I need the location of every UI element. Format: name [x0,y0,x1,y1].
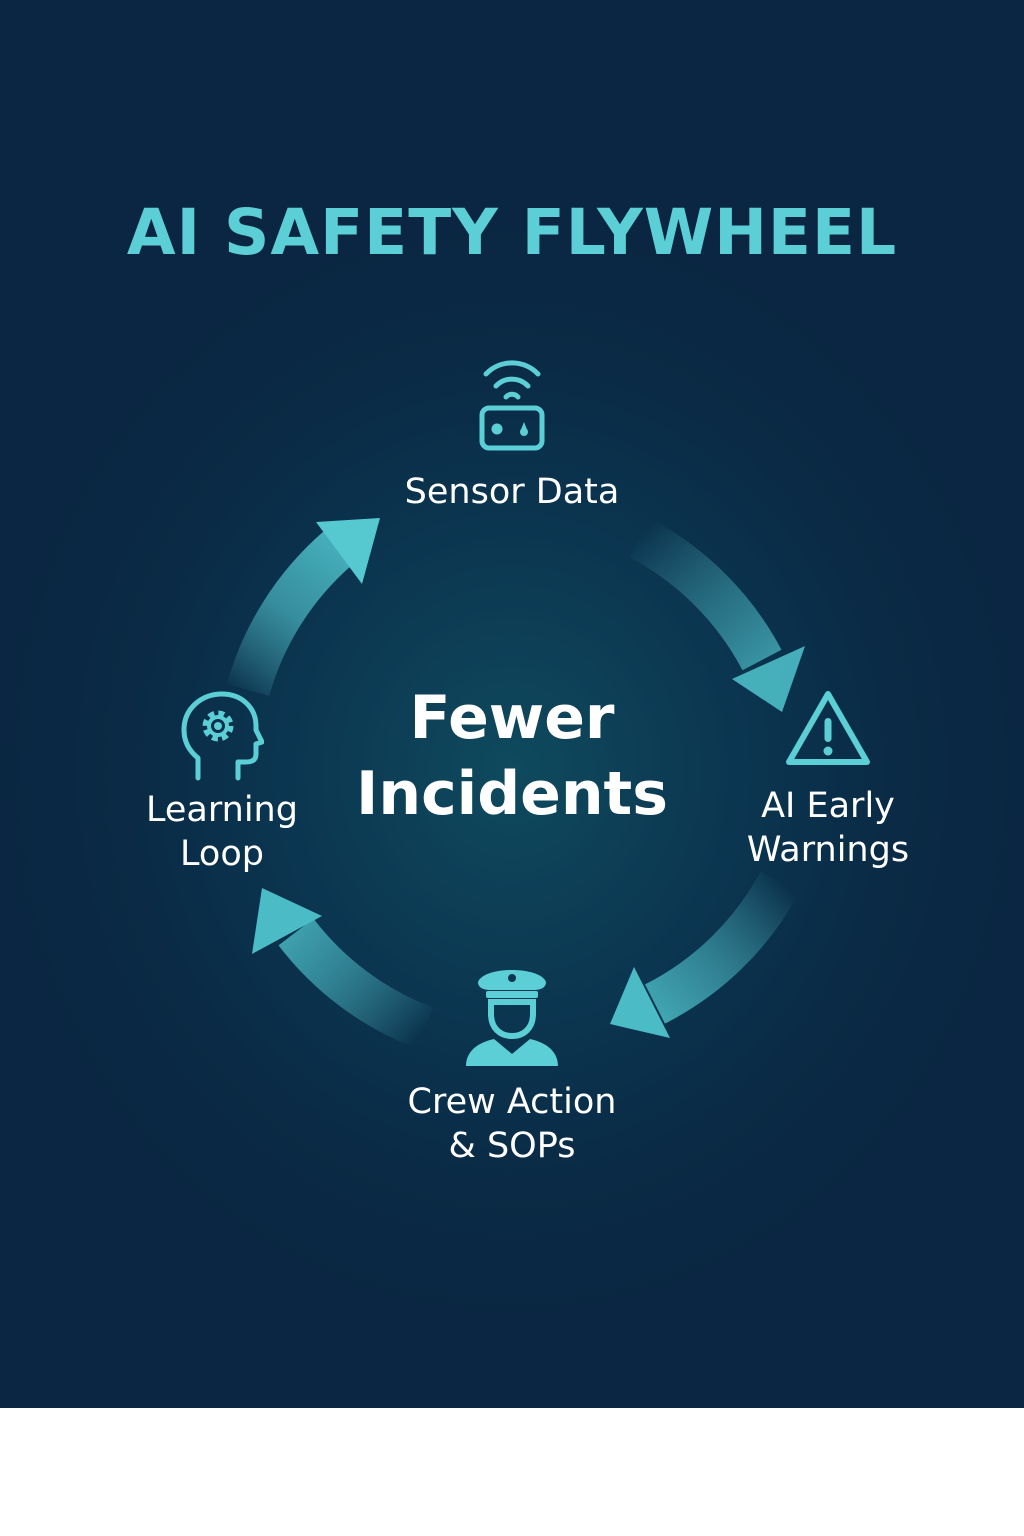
page-title: AI SAFETY FLYWHEEL [126,196,898,269]
arrow-learning-to-sensor [226,518,380,697]
node-sensor-data: Sensor Data [362,352,662,514]
node-ai-early-warnings: AI Early Warnings [698,688,958,872]
warning-triangle-icon [786,691,870,765]
center-line-1: Fewer [409,683,615,753]
arrow-warning-to-crew [610,871,800,1038]
blank-footer [0,1408,1024,1536]
center-line-2: Incidents [356,759,668,829]
node-label-line: Warnings [746,830,910,870]
pilot-icon [466,970,558,1066]
node-label-line: AI Early [761,786,895,826]
node-label-sensor-data: Sensor Data [404,472,620,512]
node-label-line: Learning [146,790,298,830]
brain-gear-icon [181,691,264,781]
center-statement: Fewer Incidents [312,680,712,832]
node-label-ai-early-warnings: AI Early Warnings [698,784,958,872]
node-label-line: Crew Action [407,1082,617,1122]
arrow-crew-to-learning [252,888,434,1049]
node-label-crew-action: Crew Action & SOPs [362,1080,662,1168]
node-label-line: Loop [180,834,264,874]
node-label-line: & SOPs [448,1126,576,1166]
node-learning-loop: Learning Loop [102,690,342,876]
node-label-learning-loop: Learning Loop [102,788,342,876]
arrow-sensor-to-warning [629,518,805,712]
node-crew-action: Crew Action & SOPs [362,962,662,1168]
cycle-arrows [226,518,805,1049]
wifi-router-icon [479,360,545,451]
flywheel-poster: AI SAFETY FLYWHEEL [0,0,1024,1408]
